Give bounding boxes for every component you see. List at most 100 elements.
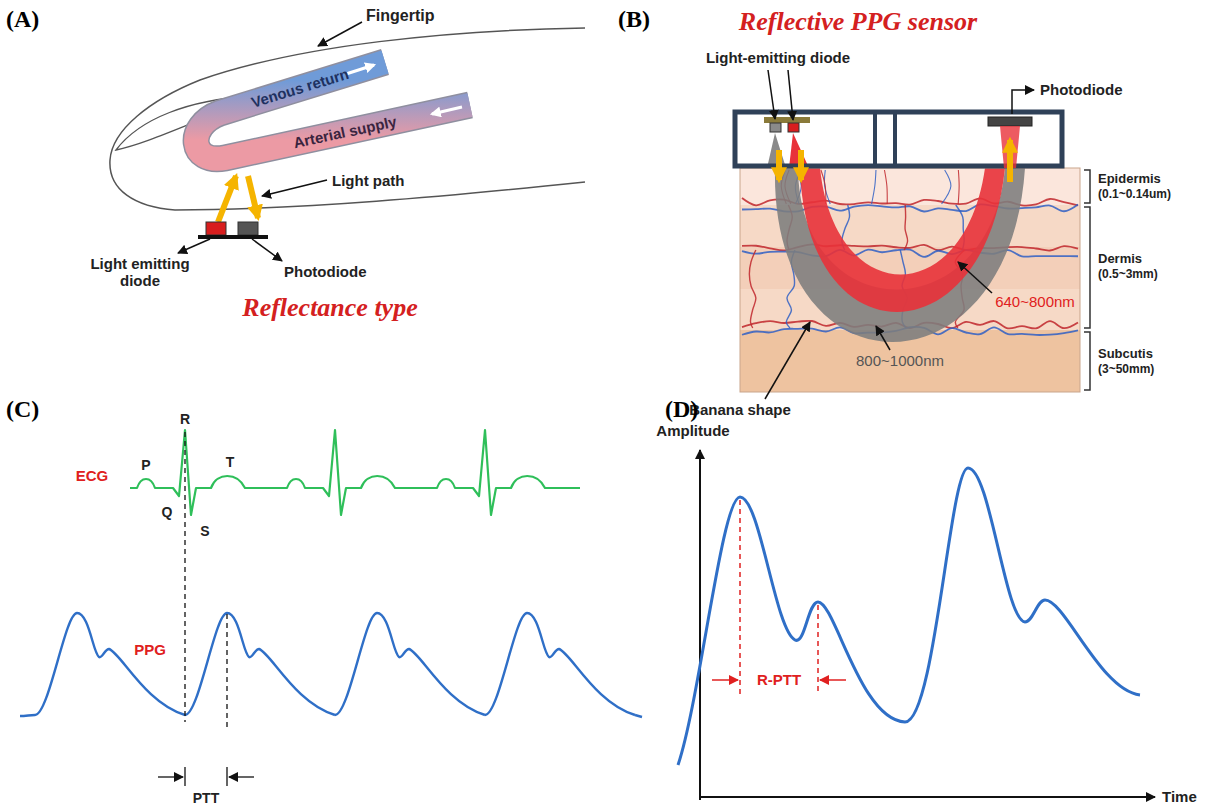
vessel-label: Arterial supply	[292, 113, 398, 152]
ptt-arrow	[158, 776, 183, 777]
finger-outline	[110, 28, 585, 210]
layer-label: Epidermis	[1098, 172, 1161, 187]
skin-block-outline	[740, 168, 1080, 392]
axis-label: Amplitude	[656, 422, 729, 439]
blood-vessel	[749, 250, 756, 328]
nir-led	[770, 123, 781, 132]
nir-light-path	[775, 168, 1025, 342]
part-label: Banana shape	[689, 401, 791, 418]
wave-point-label: P	[141, 457, 150, 473]
part-label: Fingertip	[366, 7, 434, 25]
leader-line	[1012, 90, 1034, 114]
housing-divider	[873, 112, 877, 166]
leader-line	[262, 180, 327, 196]
ppg-peak-marker	[226, 614, 227, 728]
housing-divider	[893, 112, 897, 166]
wave-point-label: R	[180, 411, 190, 427]
light-arrow	[798, 150, 804, 180]
led-board	[764, 117, 810, 123]
flow-arrow	[432, 107, 462, 114]
vessel-tube-edge	[196, 62, 470, 159]
part-label: Light-emitting diode	[706, 49, 850, 66]
ppg-wave	[20, 613, 642, 717]
led-symbol	[206, 222, 226, 235]
x-axis	[700, 796, 1155, 798]
blood-vessel	[872, 170, 876, 204]
signal-label: PPG	[134, 641, 166, 658]
blood-vessel	[884, 170, 887, 204]
y-axis	[699, 450, 701, 800]
dimension-label: (0.1~0.14um)	[1098, 188, 1171, 202]
wavelength-label: 800~1000nm	[856, 352, 944, 369]
layer-label: Dermis	[1098, 252, 1142, 267]
layer-bracket	[1084, 207, 1090, 328]
layer-bracket	[1084, 170, 1090, 203]
vessel-label: Venous return	[249, 65, 350, 111]
ptt-tick	[184, 767, 185, 786]
leader-line	[252, 239, 282, 261]
ppg-wave	[678, 468, 1140, 765]
ptt-arrow	[229, 776, 254, 777]
leader-line	[768, 70, 775, 119]
part-label: Photodiode	[1040, 81, 1123, 98]
interval-label: R-PTT	[757, 671, 801, 688]
ecg-beat	[130, 430, 280, 515]
wave-point-label: Q	[162, 504, 173, 520]
light-path-arrow	[248, 176, 258, 218]
panel-title: Reflectance type	[242, 293, 417, 323]
ppg-beat	[185, 613, 335, 715]
panel-label: (C)	[6, 396, 39, 424]
wavelength-label: 640~800nm	[995, 293, 1075, 310]
wave-point-label: T	[226, 454, 235, 470]
r-peak-marker	[184, 432, 185, 722]
ppg-tail	[635, 715, 642, 717]
ecg-ppg-plot	[20, 430, 642, 786]
dimension-label: (0.5~3mm)	[1098, 268, 1158, 282]
ecg-wave	[130, 430, 580, 515]
leader-line	[765, 322, 810, 399]
light-path-arrow	[218, 176, 236, 222]
photodiode-chip	[988, 117, 1032, 126]
part-label: Light emitting diode	[75, 255, 205, 290]
ppg-beat	[485, 613, 635, 715]
leader-line	[876, 326, 890, 350]
blood-vessel	[942, 170, 951, 204]
photodiode-symbol	[238, 222, 258, 235]
light-arrow	[776, 150, 782, 180]
ptt-tick	[226, 767, 227, 786]
axis-label: Time	[1162, 788, 1197, 805]
layer-label: Subcutis	[1098, 347, 1153, 362]
leader-line	[958, 262, 992, 293]
wave-point-label: S	[200, 523, 209, 539]
diastolic-marker	[817, 605, 819, 694]
panel-label: (B)	[618, 6, 650, 34]
ecg-beat	[430, 430, 580, 515]
ppg-beat	[35, 613, 185, 715]
interval-label: PTT	[193, 790, 219, 806]
r-ptt-arrow	[712, 679, 738, 681]
light-arrow	[1007, 140, 1013, 182]
ppg-lead-in	[20, 715, 35, 716]
part-label: Light path	[332, 172, 404, 189]
fingertip-illustration	[110, 22, 585, 261]
flow-arrow	[346, 65, 374, 74]
blood-vessel	[904, 205, 907, 250]
red-light-path	[800, 168, 1005, 312]
red-led	[788, 123, 799, 132]
sensor-base	[198, 235, 268, 239]
panel-label: (A)	[6, 6, 39, 34]
panel-label: (D)	[665, 396, 698, 424]
skin-illustration	[735, 70, 1090, 399]
dimension-label: (3~50mm)	[1098, 363, 1154, 377]
panel-title: Reflective PPG sensor	[739, 7, 977, 37]
layer-bracket	[1084, 332, 1090, 390]
ppg-plot	[678, 450, 1155, 800]
ecg-beat	[280, 430, 430, 515]
leader-line	[178, 239, 210, 253]
part-label: Photodiode	[284, 263, 367, 280]
ppg-beat	[335, 613, 485, 715]
leader-line	[788, 70, 793, 120]
